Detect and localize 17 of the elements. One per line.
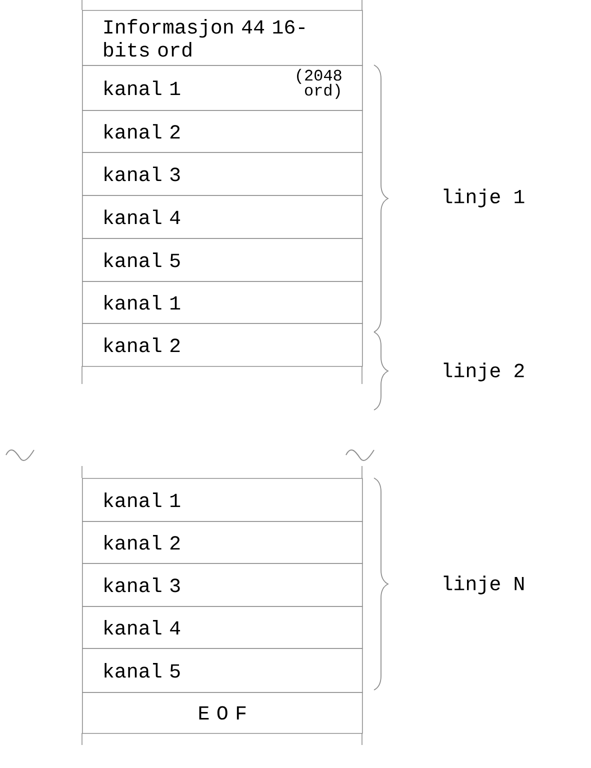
table-row: kanal 2	[82, 521, 363, 564]
table-row: kanal 2	[82, 323, 363, 367]
table-row: kanal 3	[82, 152, 363, 196]
table-row: kanal 2	[82, 110, 363, 153]
table-row: Informasjon 44 16-bits ord	[82, 10, 363, 66]
table-row: kanal 4	[82, 606, 363, 649]
table-row: E O F	[82, 692, 363, 734]
table-row: kanal 3	[82, 563, 363, 607]
brace-label: linje 1	[444, 188, 524, 208]
brace-label: linje N	[444, 576, 524, 594]
table-row: kanal 1 (2048 ord)	[82, 65, 363, 111]
table-row: kanal 5	[82, 238, 363, 282]
table-row: kanal 1	[82, 478, 363, 522]
table-row: kanal 4	[82, 195, 363, 239]
table-row: kanal 1	[82, 281, 363, 324]
table-row: kanal 5	[82, 648, 363, 693]
brace-label: linje 2	[444, 362, 524, 382]
